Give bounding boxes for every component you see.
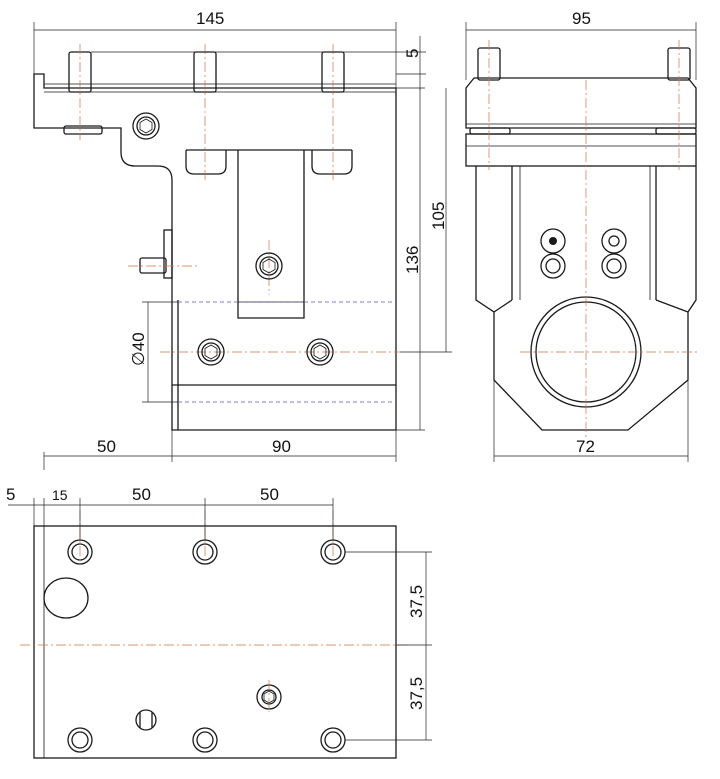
dim-plan-spacing-2: 50	[260, 485, 279, 504]
dim-plan-half-upper: 37,5	[407, 585, 426, 618]
dim-height-136: 136	[403, 246, 422, 274]
dim-bore-diameter: ∅40	[129, 332, 148, 366]
dim-top-width: 145	[196, 9, 224, 28]
dim-base-width: 90	[272, 437, 291, 456]
plan-view: 5 15 50 50 37,5 37,5	[6, 485, 432, 759]
front-view: 145 5 136 105 ∅40 50 90	[33, 9, 452, 470]
side-view: 95 72	[465, 9, 700, 462]
dim-side-bottom-width: 72	[576, 437, 595, 456]
dim-plan-first-hole: 15	[52, 487, 68, 503]
dim-plan-spacing-1: 50	[132, 485, 151, 504]
dowel-pin-icon	[68, 51, 345, 93]
dim-side-width: 95	[572, 9, 591, 28]
dim-plan-half-lower: 37,5	[407, 677, 426, 710]
dim-pin-height: 5	[403, 49, 422, 58]
dim-height-105: 105	[429, 202, 448, 230]
socket-screw-icon	[132, 112, 334, 366]
dim-plan-edge: 5	[6, 485, 15, 504]
socket-screw-icon	[540, 253, 627, 279]
dim-left-offset: 50	[97, 437, 116, 456]
mounting-hole-icon	[67, 539, 346, 753]
